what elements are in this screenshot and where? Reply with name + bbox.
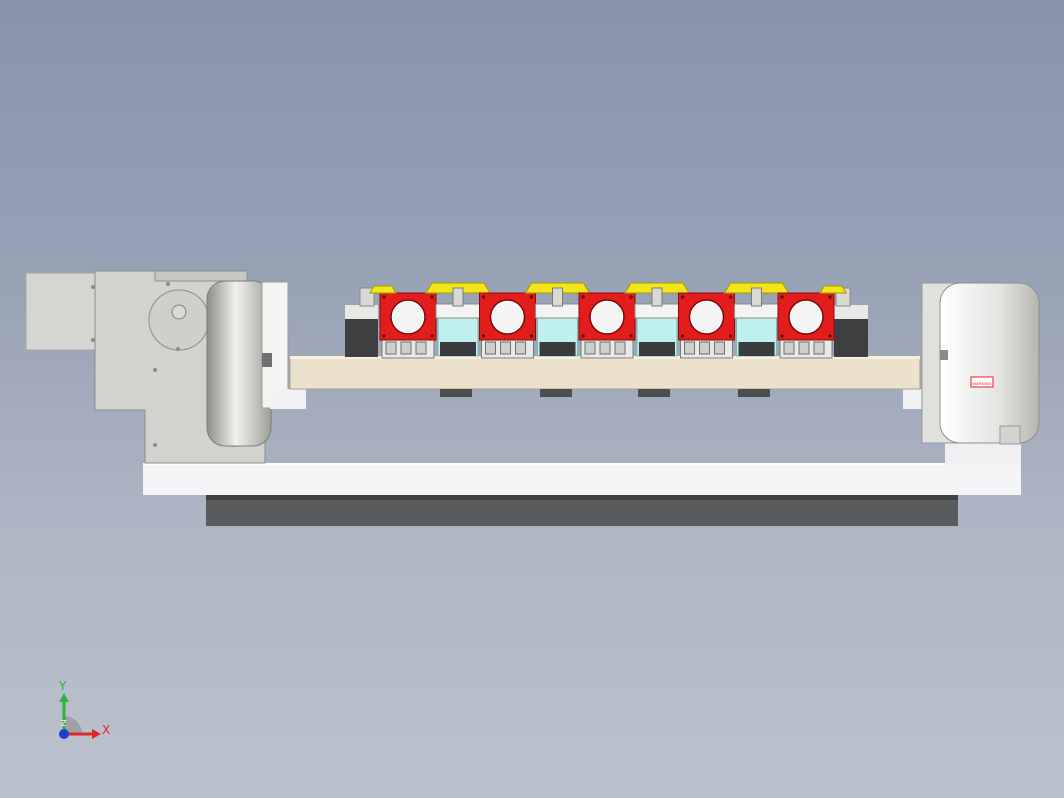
frame-left-support: [270, 389, 306, 409]
warning-label: [970, 376, 994, 388]
left-rotary-drum: [206, 280, 272, 447]
axis-triad[interactable]: Y X Z: [50, 676, 120, 746]
z-axis-label: Z: [61, 719, 67, 728]
gearbox-cover-plate: [148, 289, 210, 351]
left-motor-box: [25, 272, 97, 351]
y-axis-label: Y: [58, 679, 67, 693]
yellow-jaw-end: [819, 285, 847, 294]
x-axis-label: X: [102, 723, 110, 737]
frame-bottom-rail: [143, 463, 1021, 495]
warning-label-text: WARNING: [972, 381, 991, 386]
fixture-plate: [289, 355, 921, 390]
z-axis-dot: [59, 729, 69, 739]
yellow-jaw-end: [369, 285, 397, 294]
